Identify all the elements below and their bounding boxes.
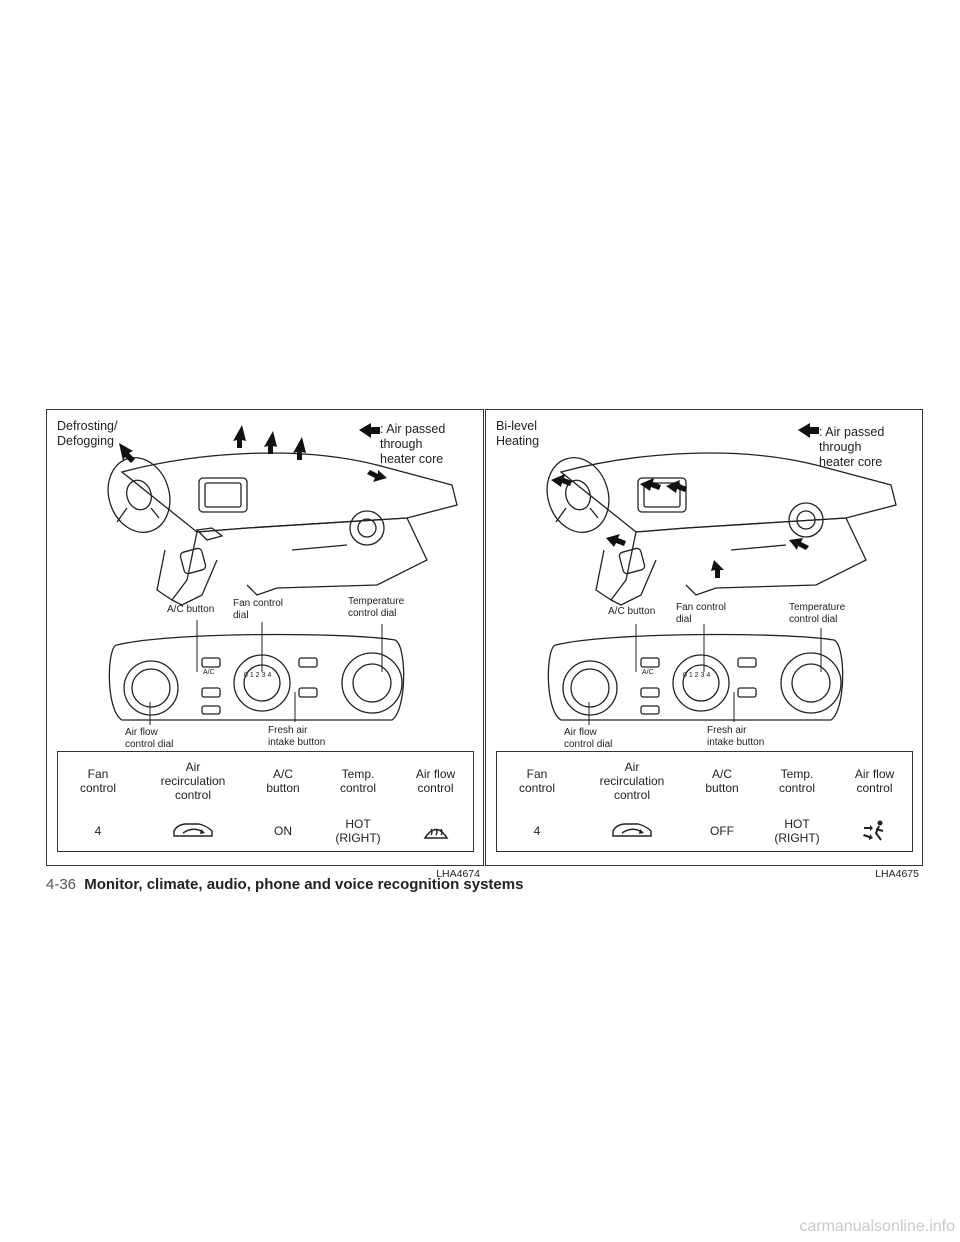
figure-id: LHA4674 [436,868,480,880]
page-number: 4-36 [46,876,77,893]
section-title: Monitor, climate, audio, phone and voice… [84,876,524,893]
value-ac-button: OFF [710,824,734,838]
callout-air-flow-control-dial: Air flow control dial [564,727,613,750]
value-air-recirculation [577,810,687,852]
header-temp-control: Temp. control [778,767,816,795]
value-temp-control: HOT (RIGHT) [774,817,820,845]
header-fan-control: Fan control [518,767,556,795]
callout-fresh-air-intake-button: Fresh air intake button [707,725,765,748]
value-ac-button: ON [274,824,292,838]
panel-fan-numbers: 0 1 2 3 4 [683,672,711,679]
callout-ac-button: A/C button [167,604,215,615]
callout-air-flow-control-dial: Air flow control dial [125,727,174,750]
header-ac-button: A/C button [705,767,739,795]
callout-temperature-control-dial: Temperature control dial [789,602,846,625]
header-air-flow-control: Air flow control [415,767,456,795]
header-air-recirculation: Air recirculation control [599,760,665,802]
figure-panel-bi-level: Bi-level Heating : Air passed through he… [485,409,923,880]
mode-label: Bi-level Heating [496,419,540,448]
recirculation-car-icon [173,823,213,837]
value-fan-control: 4 [533,824,541,838]
value-air-recirculation [138,810,248,852]
callout-temperature-control-dial: Temperature control dial [348,596,405,619]
value-air-flow-control [398,810,473,852]
watermark: carmanualsonline.info [799,1218,955,1235]
header-air-recirculation: Air recirculation control [160,760,226,802]
recirculation-car-icon [612,823,652,837]
dashboard-illustration [107,423,458,725]
callout-fan-control-dial: Fan control dial [676,602,727,625]
panel-ac-label: A/C [203,669,215,676]
header-temp-control: Temp. control [339,767,377,795]
value-air-flow-control [837,810,912,852]
mode-label: Defrosting/ Defogging [57,419,118,448]
settings-table: Fan control Air recirculation control A/… [496,751,913,852]
value-temp-control: HOT (RIGHT) [335,817,381,845]
panel-ac-label: A/C [642,669,654,676]
header-ac-button: A/C button [266,767,300,795]
figure-id: LHA4675 [875,868,919,880]
dashboard-illustration [546,423,897,725]
callout-fresh-air-intake-button: Fresh air intake button [268,725,326,748]
header-fan-control: Fan control [79,767,117,795]
panel-fan-numbers: 0 1 2 3 4 [244,672,272,679]
value-fan-control: 4 [94,824,102,838]
page-footer: 4-36 Monitor, climate, audio, phone and … [46,876,523,893]
defroster-icon [423,828,448,839]
figure-panel-defrost: Defrosting/ Defogging : Air passed throu… [46,409,484,880]
legend-text: : Air passed through heater core [380,422,446,466]
callout-fan-control-dial: Fan control dial [233,598,284,621]
header-air-flow-control: Air flow control [854,767,895,795]
settings-table: Fan control Air recirculation control A/… [57,751,474,852]
callout-ac-button: A/C button [608,606,656,617]
bi-level-icon [862,820,883,841]
legend-text: : Air passed through heater core [819,425,885,469]
